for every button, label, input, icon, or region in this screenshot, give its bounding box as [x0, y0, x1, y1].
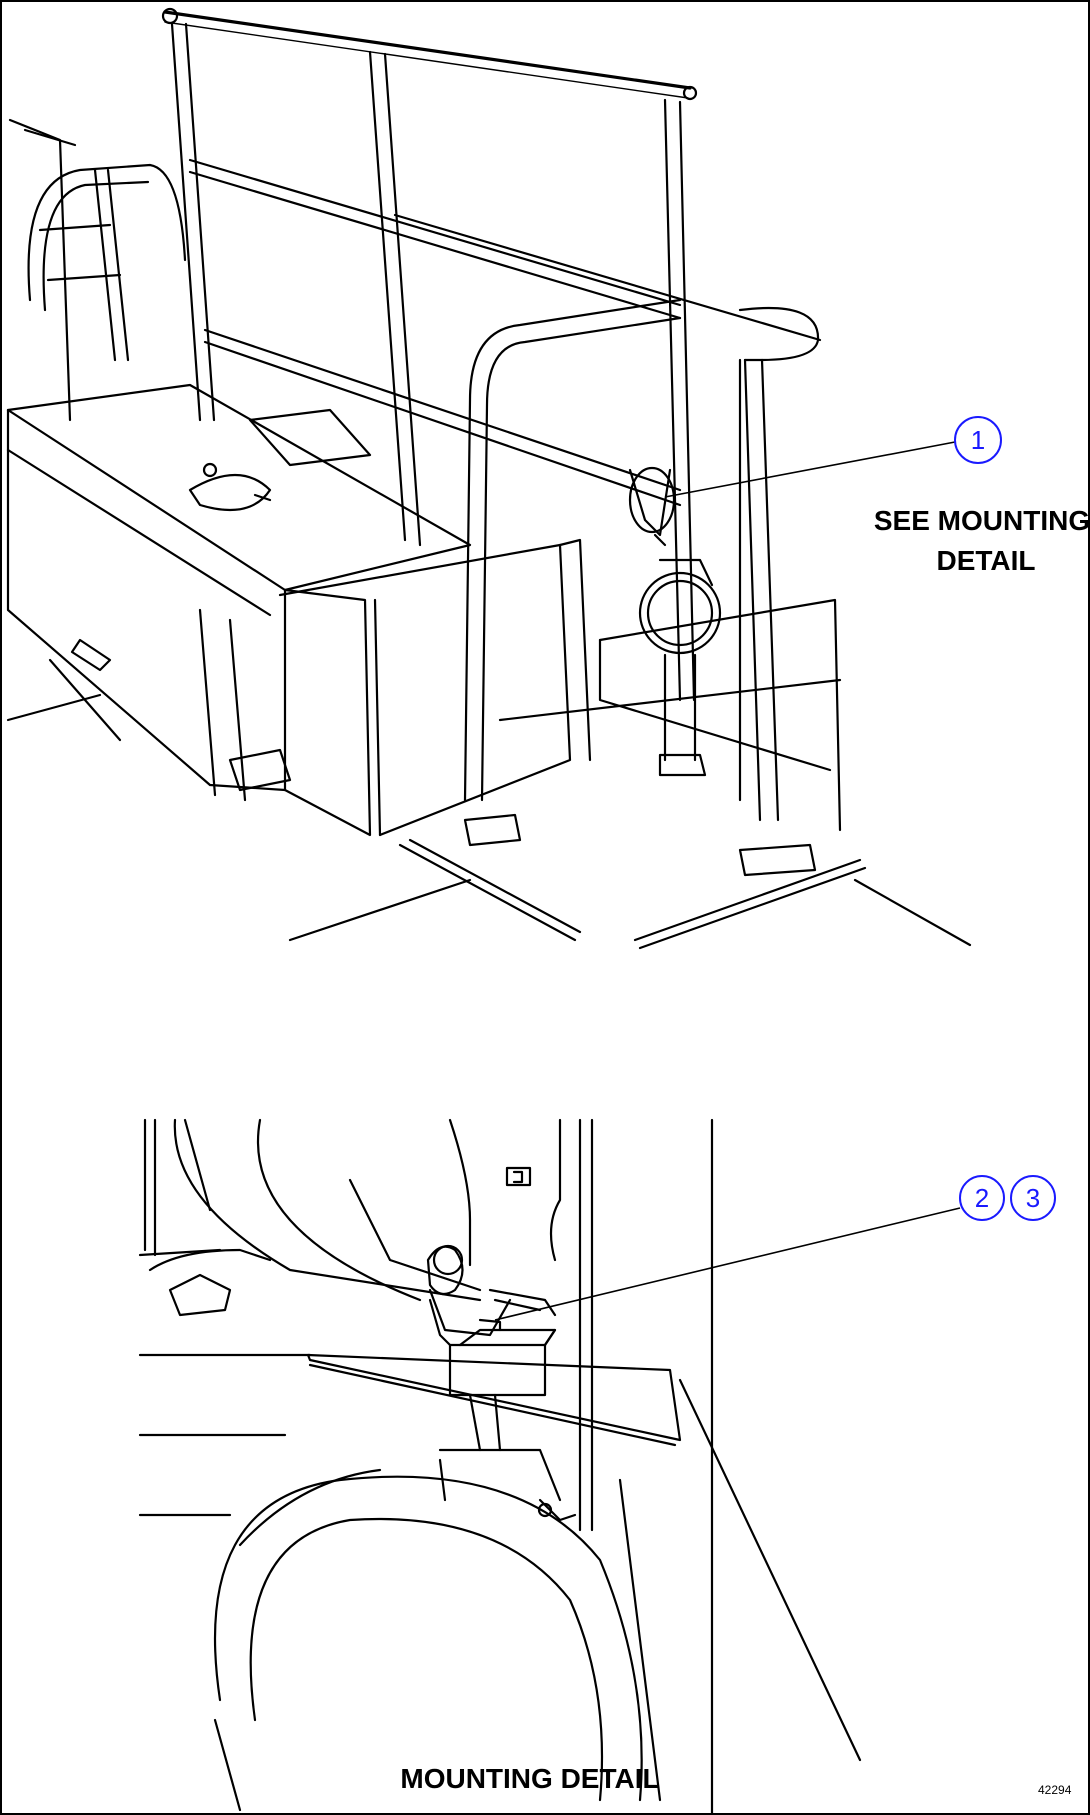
mounting-detail-caption: MOUNTING DETAIL — [400, 1763, 659, 1794]
callout-2-number: 2 — [975, 1183, 989, 1213]
see-mounting-label-line2: DETAIL — [936, 545, 1035, 576]
callout-3[interactable]: 3 — [1010, 1175, 1056, 1221]
callout-3-number: 3 — [1026, 1183, 1040, 1213]
platform-railing-view — [6, 7, 972, 950]
callout-1[interactable]: 1 — [664, 416, 1002, 498]
see-mounting-label-line1: SEE MOUNTING — [874, 505, 1090, 536]
callout-1-number: 1 — [971, 425, 985, 455]
figure-id: 42294 — [1038, 1783, 1072, 1797]
mounting-detail-view — [138, 1118, 862, 1815]
callout-2[interactable]: 2 — [494, 1175, 1005, 1321]
